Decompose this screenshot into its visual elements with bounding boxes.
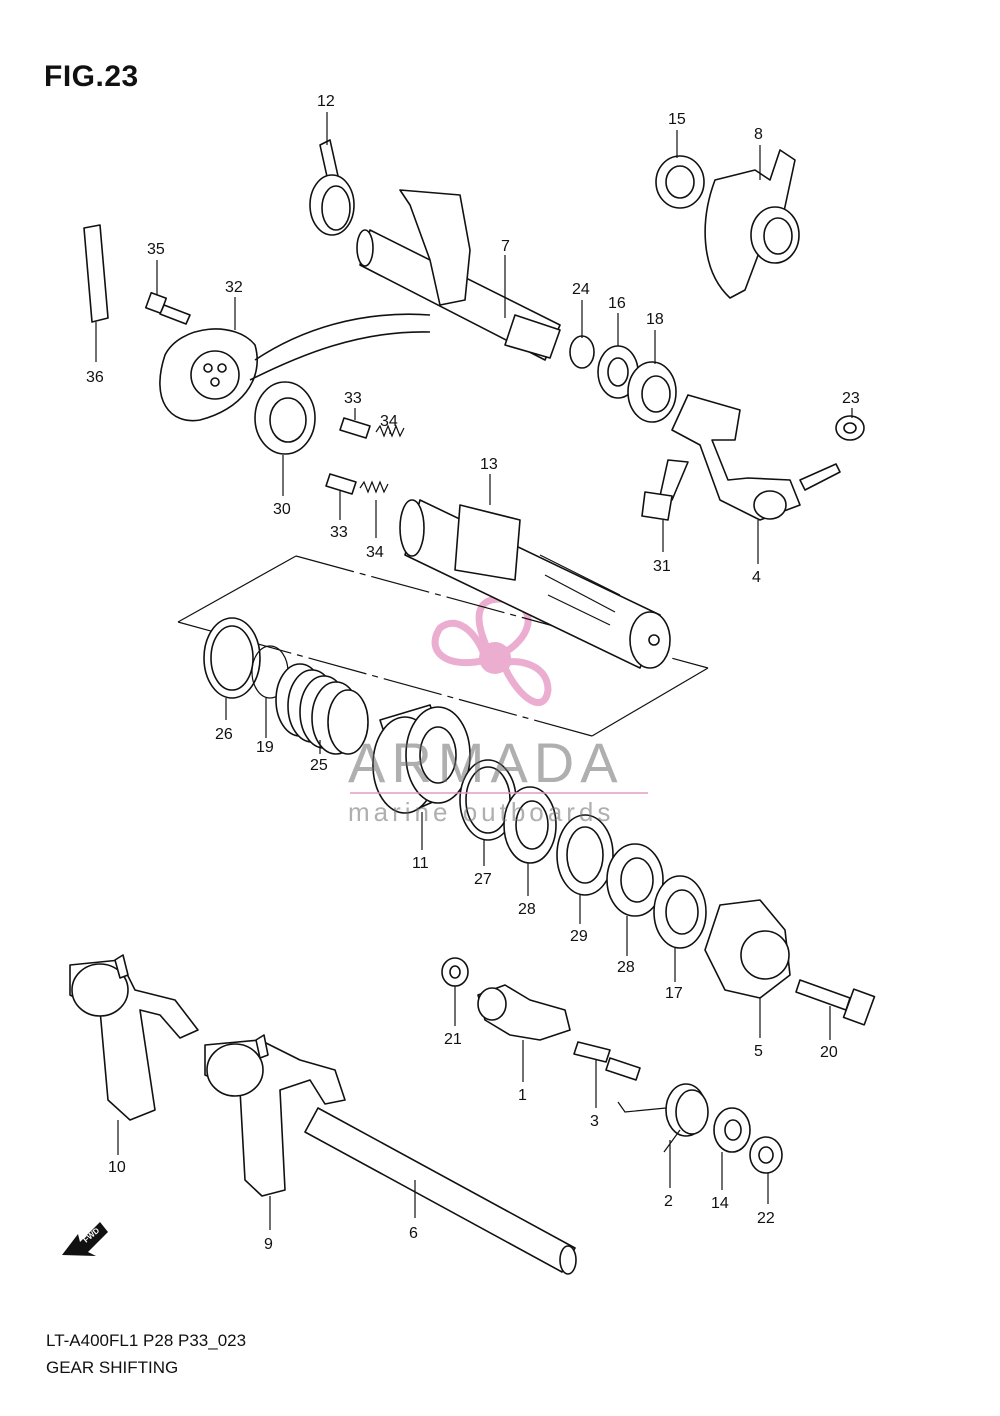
callout-19: 19 xyxy=(256,739,274,756)
callout-36: 36 xyxy=(86,369,104,386)
part-5-gearshift-cam-stopper xyxy=(704,899,791,999)
callout-4: 4 xyxy=(752,569,761,586)
part-11-gearshift-cam-driven-gear xyxy=(372,704,471,814)
part-10-gearshift-fork xyxy=(69,954,199,1121)
callout-26: 26 xyxy=(215,726,233,743)
callout-34-upper: 34 xyxy=(380,413,398,430)
part-34-spring-lower xyxy=(359,480,389,494)
callout-28-a: 28 xyxy=(518,901,536,918)
callout-8: 8 xyxy=(754,126,763,143)
callout-5: 5 xyxy=(754,1043,763,1060)
part-33-pin-upper xyxy=(339,417,371,439)
callout-30: 30 xyxy=(273,501,291,518)
part-24-circlip xyxy=(569,335,595,369)
watermark-tagline: marine outboards xyxy=(348,797,615,827)
callout-16: 16 xyxy=(608,295,626,312)
part-4-shift-lever xyxy=(671,394,841,521)
callout-3: 3 xyxy=(590,1113,599,1130)
part-20-bolt xyxy=(795,979,876,1026)
callout-31: 31 xyxy=(653,558,671,575)
part-23-nut xyxy=(835,415,865,441)
callout-9: 9 xyxy=(264,1236,273,1253)
callout-22: 22 xyxy=(757,1210,775,1227)
callout-34-lower: 34 xyxy=(366,544,384,561)
callout-labels: 12 15 8 35 32 7 24 16 18 36 33 34 23 13 … xyxy=(86,93,860,1253)
part-12-return-spring xyxy=(309,139,355,236)
part-35-bolt xyxy=(144,291,191,325)
callout-14: 14 xyxy=(711,1195,729,1212)
callout-33-upper: 33 xyxy=(344,390,362,407)
part-2-spring xyxy=(617,1083,709,1153)
part-36-guide-plate xyxy=(83,224,109,323)
callout-7: 7 xyxy=(501,238,510,255)
part-32-gear-position-sensor xyxy=(159,313,431,422)
callout-33-lower: 33 xyxy=(330,524,348,541)
callout-15: 15 xyxy=(668,111,686,128)
watermark-propeller-logo xyxy=(431,595,552,706)
part-31-bolt xyxy=(641,459,689,521)
leader-lines xyxy=(95,112,853,1230)
watermark-brand: ARMADA xyxy=(348,731,624,794)
part-3-bolt xyxy=(573,1041,641,1081)
callout-29: 29 xyxy=(570,928,588,945)
part-33-pin-lower xyxy=(325,473,357,495)
part-22-nut xyxy=(749,1136,783,1174)
callout-10: 10 xyxy=(108,1159,126,1176)
callout-11: 11 xyxy=(412,855,429,872)
group-name: GEAR SHIFTING xyxy=(46,1358,179,1377)
part-13-gearshift-cam xyxy=(399,499,671,669)
watermark-divider xyxy=(350,792,648,794)
callout-21: 21 xyxy=(444,1031,462,1048)
callout-12: 12 xyxy=(317,93,335,110)
callout-32: 32 xyxy=(225,279,243,296)
model-code: LT-A400FL1 P28 P33_023 xyxy=(46,1331,247,1350)
part-9-gearshift-fork xyxy=(204,1034,346,1197)
part-15-bore xyxy=(665,165,695,199)
callout-25: 25 xyxy=(310,757,328,774)
part-1-gearshift-cam-stopper-arm xyxy=(477,984,571,1041)
callout-18: 18 xyxy=(646,311,664,328)
part-25-spring xyxy=(275,663,369,755)
part-7-gearshift-shaft xyxy=(356,189,561,361)
callout-13: 13 xyxy=(480,456,498,473)
callout-27: 27 xyxy=(474,871,492,888)
part-8-gearshift-arm xyxy=(704,149,800,299)
callout-24: 24 xyxy=(572,281,590,298)
figure-title: FIG.23 xyxy=(44,60,139,93)
callout-35: 35 xyxy=(147,241,165,258)
callout-23: 23 xyxy=(842,390,860,407)
fwd-direction-arrow: FWD xyxy=(62,1222,108,1256)
callout-17: 17 xyxy=(665,985,683,1002)
callout-28-b: 28 xyxy=(617,959,635,976)
callout-2: 2 xyxy=(664,1193,673,1210)
part-29-ratchet xyxy=(556,814,614,896)
part-6-gearshift-fork-shaft xyxy=(304,1107,577,1275)
callout-20: 20 xyxy=(820,1044,838,1061)
callout-6: 6 xyxy=(409,1225,418,1242)
callout-1: 1 xyxy=(518,1087,527,1104)
